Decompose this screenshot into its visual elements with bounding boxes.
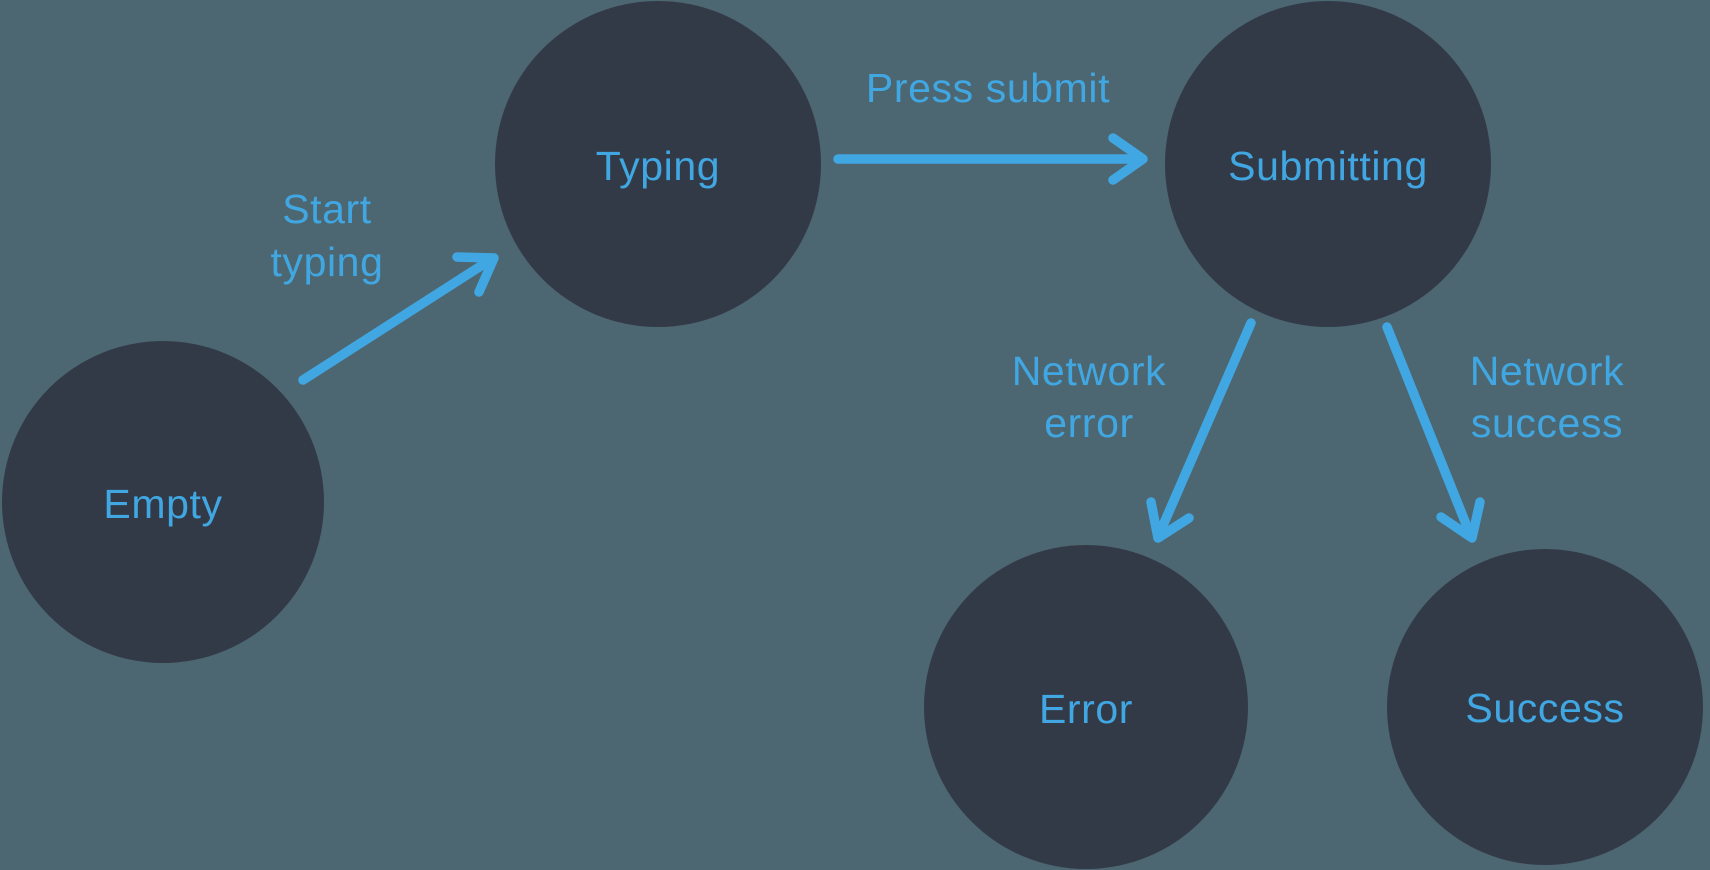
arrow-start-typing xyxy=(298,252,499,385)
edge-label-network-success-line1: Network xyxy=(1470,348,1625,394)
node-label-error: Error xyxy=(1039,686,1133,732)
state-node-submitting xyxy=(1165,1,1491,327)
edge-label-press-submit: Press submit xyxy=(866,65,1110,111)
edge-label-start-typing-line2: typing xyxy=(270,239,383,285)
arrow-start-typing-shaft xyxy=(298,257,492,385)
state-node-empty xyxy=(2,341,324,663)
arrow-start-typing-head xyxy=(452,252,499,297)
state-node-typing xyxy=(495,1,821,327)
arrow-network-success-shaft xyxy=(1382,322,1473,534)
arrow-network-error-head xyxy=(1146,497,1194,543)
arrow-network-success xyxy=(1382,322,1485,543)
edge-label-start-typing-line1: Start xyxy=(282,186,372,232)
edge-label-network-success-line2: success xyxy=(1471,400,1623,446)
arrow-network-error-shaft xyxy=(1156,318,1256,535)
edge-label-network-error-line1: Network xyxy=(1012,348,1167,394)
node-label-typing: Typing xyxy=(596,143,720,189)
state-node-success xyxy=(1387,549,1703,865)
arrow-press-submit-head xyxy=(1108,133,1148,185)
arrow-press-submit xyxy=(833,133,1148,185)
edge-label-network-error-line2: error xyxy=(1044,400,1134,446)
transition-arrows xyxy=(298,133,1485,543)
diagram-labels: Empty Typing Submitting Error Success St… xyxy=(103,65,1624,732)
state-node-error xyxy=(924,545,1248,869)
node-label-empty: Empty xyxy=(103,481,222,527)
arrow-network-error xyxy=(1146,318,1256,543)
arrow-network-success-head xyxy=(1436,497,1485,543)
node-label-success: Success xyxy=(1465,685,1624,731)
node-label-submitting: Submitting xyxy=(1228,143,1428,189)
